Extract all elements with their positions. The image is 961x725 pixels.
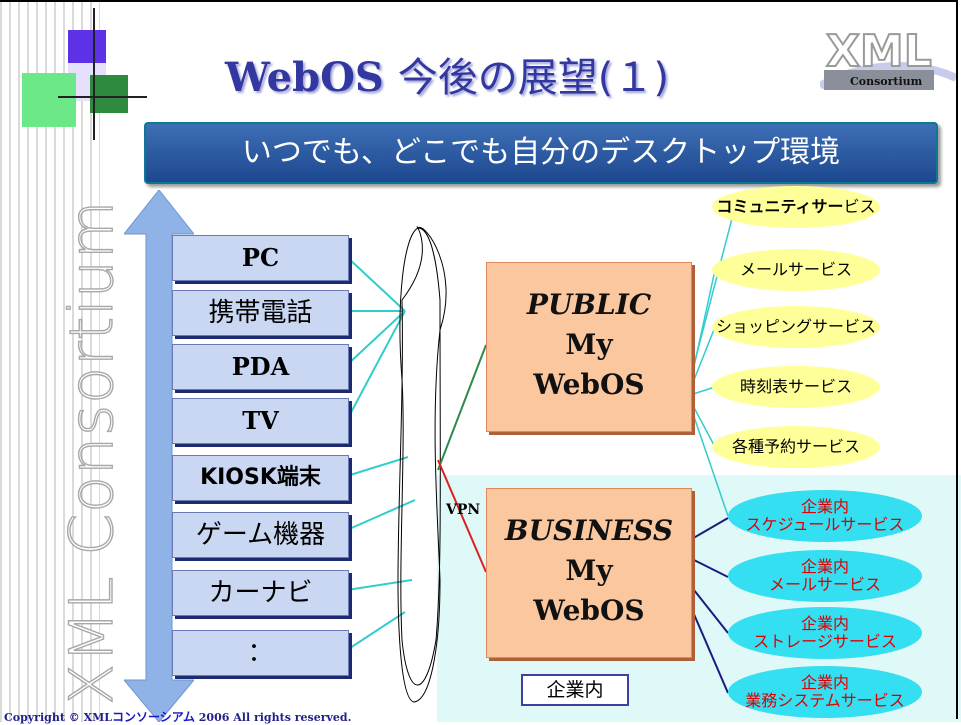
public-mywebos-box: PUBLIC My WebOS xyxy=(486,262,692,432)
business-box-line3: WebOS xyxy=(533,594,645,627)
title-jp: 今後の展望 xyxy=(397,55,598,101)
service-mail: メールサービス xyxy=(712,249,880,291)
device-pda: PDA xyxy=(172,344,349,390)
service-enterprise-schedule-line2: スケジュールサービス xyxy=(745,515,905,534)
service-community-rest: ビス xyxy=(843,197,876,216)
device-pc: PC xyxy=(172,235,349,281)
device-game-console: ゲーム機器 xyxy=(172,512,349,558)
business-box-line2: My xyxy=(565,554,613,587)
business-box-line1: BUSINESS xyxy=(504,514,674,547)
logo-text: XML xyxy=(826,26,932,77)
public-box-line1: PUBLIC xyxy=(526,288,652,321)
service-enterprise-schedule-line1: 企業内 xyxy=(800,497,849,516)
service-enterprise-mail-line1: 企業内 xyxy=(800,557,849,576)
subtitle-banner: いつでも、どこでも自分のデスクトップ環境 xyxy=(144,122,938,184)
title-number: (１) xyxy=(597,55,669,101)
device-more: ： xyxy=(172,630,349,676)
service-enterprise-business-system: 企業内業務システムサービス xyxy=(728,666,922,718)
service-community: コミュニティサービス xyxy=(712,186,880,228)
enterprise-label: 企業内 xyxy=(521,674,629,706)
copyright-notice: Copyright © XMLコンソーシアム 2006 All rights r… xyxy=(4,708,351,725)
vpn-label: VPN xyxy=(446,502,481,518)
service-enterprise-mail: 企業内メールサービス xyxy=(728,550,922,602)
page-title: WebOS 今後の展望(１) xyxy=(225,45,669,103)
xml-consortium-logo: XML Consortium xyxy=(820,25,956,90)
service-community-bold: コミュニティサー xyxy=(716,197,844,216)
device-tv: TV xyxy=(172,398,349,444)
service-enterprise-storage-line2: ストレージサービス xyxy=(753,632,897,651)
public-box-line2: My xyxy=(565,328,613,361)
device-kiosk: KIOSK端末 xyxy=(172,455,349,501)
service-reservation: 各種予約サービス xyxy=(712,426,880,468)
vertical-double-arrow xyxy=(124,190,194,722)
copyright-suffix: 2006 All rights reserved. xyxy=(194,711,352,724)
device-car-navigation: カーナビ xyxy=(172,570,349,616)
logo-subtext: Consortium xyxy=(850,75,923,88)
service-enterprise-storage-line1: 企業内 xyxy=(800,614,849,633)
copyright-jp: コンソーシアム xyxy=(112,710,195,724)
public-box-line3: WebOS xyxy=(533,368,645,401)
service-enterprise-storage: 企業内ストレージサービス xyxy=(728,607,922,659)
service-enterprise-schedule: 企業内スケジュールサービス xyxy=(728,490,922,542)
device-mobile-phone: 携帯電話 xyxy=(172,290,349,336)
service-enterprise-business-system-line2: 業務システムサービス xyxy=(745,691,905,710)
title-latin: WebOS xyxy=(225,54,384,101)
service-enterprise-business-system-line1: 企業内 xyxy=(800,673,849,692)
service-enterprise-mail-line2: メールサービス xyxy=(768,575,881,594)
service-shopping: ショッピングサービス xyxy=(712,306,880,348)
business-mywebos-box: BUSINESS My WebOS xyxy=(486,488,692,658)
service-timetable: 時刻表サービス xyxy=(712,366,880,408)
copyright-prefix: Copyright © XML xyxy=(4,711,113,724)
